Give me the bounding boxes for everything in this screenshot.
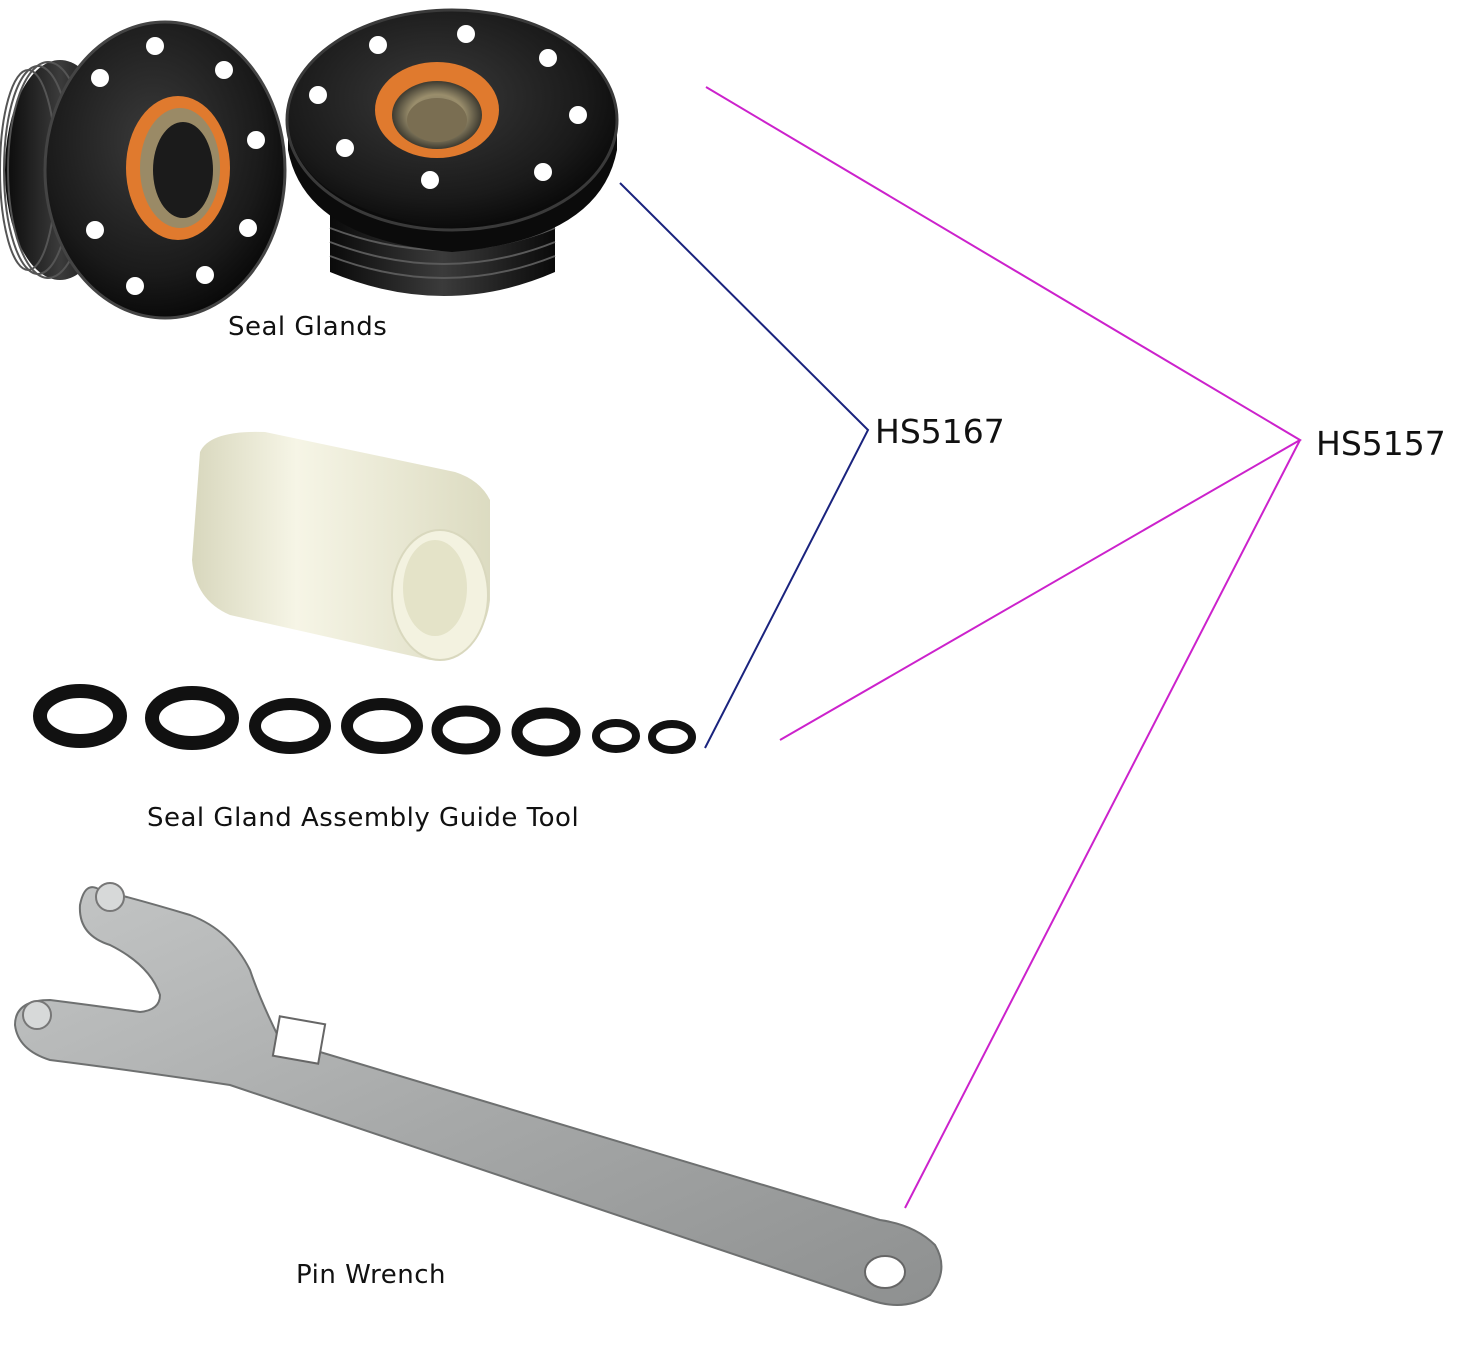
pin-wrench-label: Pin Wrench	[296, 1260, 446, 1290]
kit-hs5157-connector-lines	[705, 86, 1302, 1209]
kit-hs5167-label: HS5167	[875, 412, 1005, 451]
seal-gland-left	[0, 20, 287, 320]
connector-line	[619, 182, 870, 749]
o-ring	[648, 720, 696, 754]
o-ring	[431, 705, 501, 755]
seal-gland-right	[285, 8, 619, 296]
o-ring-set	[33, 684, 696, 757]
o-ring	[592, 719, 640, 753]
o-ring	[33, 684, 127, 748]
connector-line	[904, 439, 1301, 1209]
seal-glands-label: Seal Glands	[228, 312, 388, 342]
o-ring	[511, 707, 581, 757]
o-ring	[341, 698, 423, 754]
guide-tool-label: Seal Gland Assembly Guide Tool	[147, 803, 580, 833]
kit-hs5157-label: HS5157	[1316, 424, 1446, 463]
o-ring	[145, 686, 239, 750]
pin-wrench	[13, 882, 943, 1306]
guide-tool-sleeve	[192, 431, 490, 661]
kit-hs5167-connector-lines	[619, 182, 870, 749]
o-ring	[249, 698, 331, 754]
